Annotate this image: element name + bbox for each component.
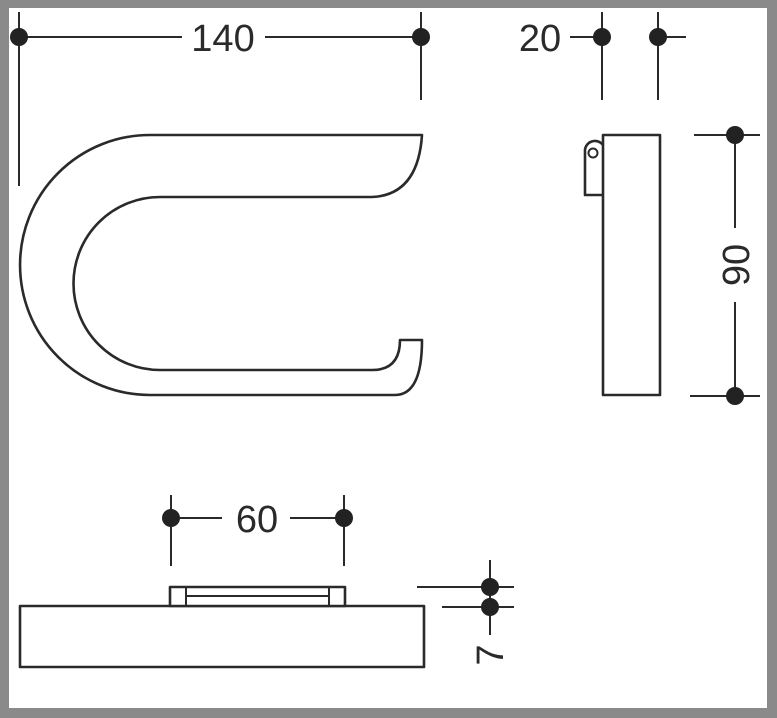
dimension-depth: 20: [519, 12, 686, 100]
side-view: [583, 133, 662, 397]
dimension-label-height: 90: [716, 244, 758, 286]
top-view: [18, 585, 426, 669]
dimension-hole-spacing: 60: [162, 495, 353, 566]
dimension-label-plate-thickness: 7: [470, 644, 512, 665]
front-view-holder: [18, 133, 424, 397]
dimension-label-width: 140: [191, 18, 254, 60]
dimension-height: 90: [690, 126, 760, 405]
dimension-label-hole-spacing: 60: [236, 499, 278, 541]
screw-hole-icon: [587, 147, 599, 159]
dimension-label-depth: 20: [519, 18, 561, 60]
dimension-width: 140: [10, 12, 430, 186]
dimension-plate-thickness: 7: [417, 560, 514, 666]
